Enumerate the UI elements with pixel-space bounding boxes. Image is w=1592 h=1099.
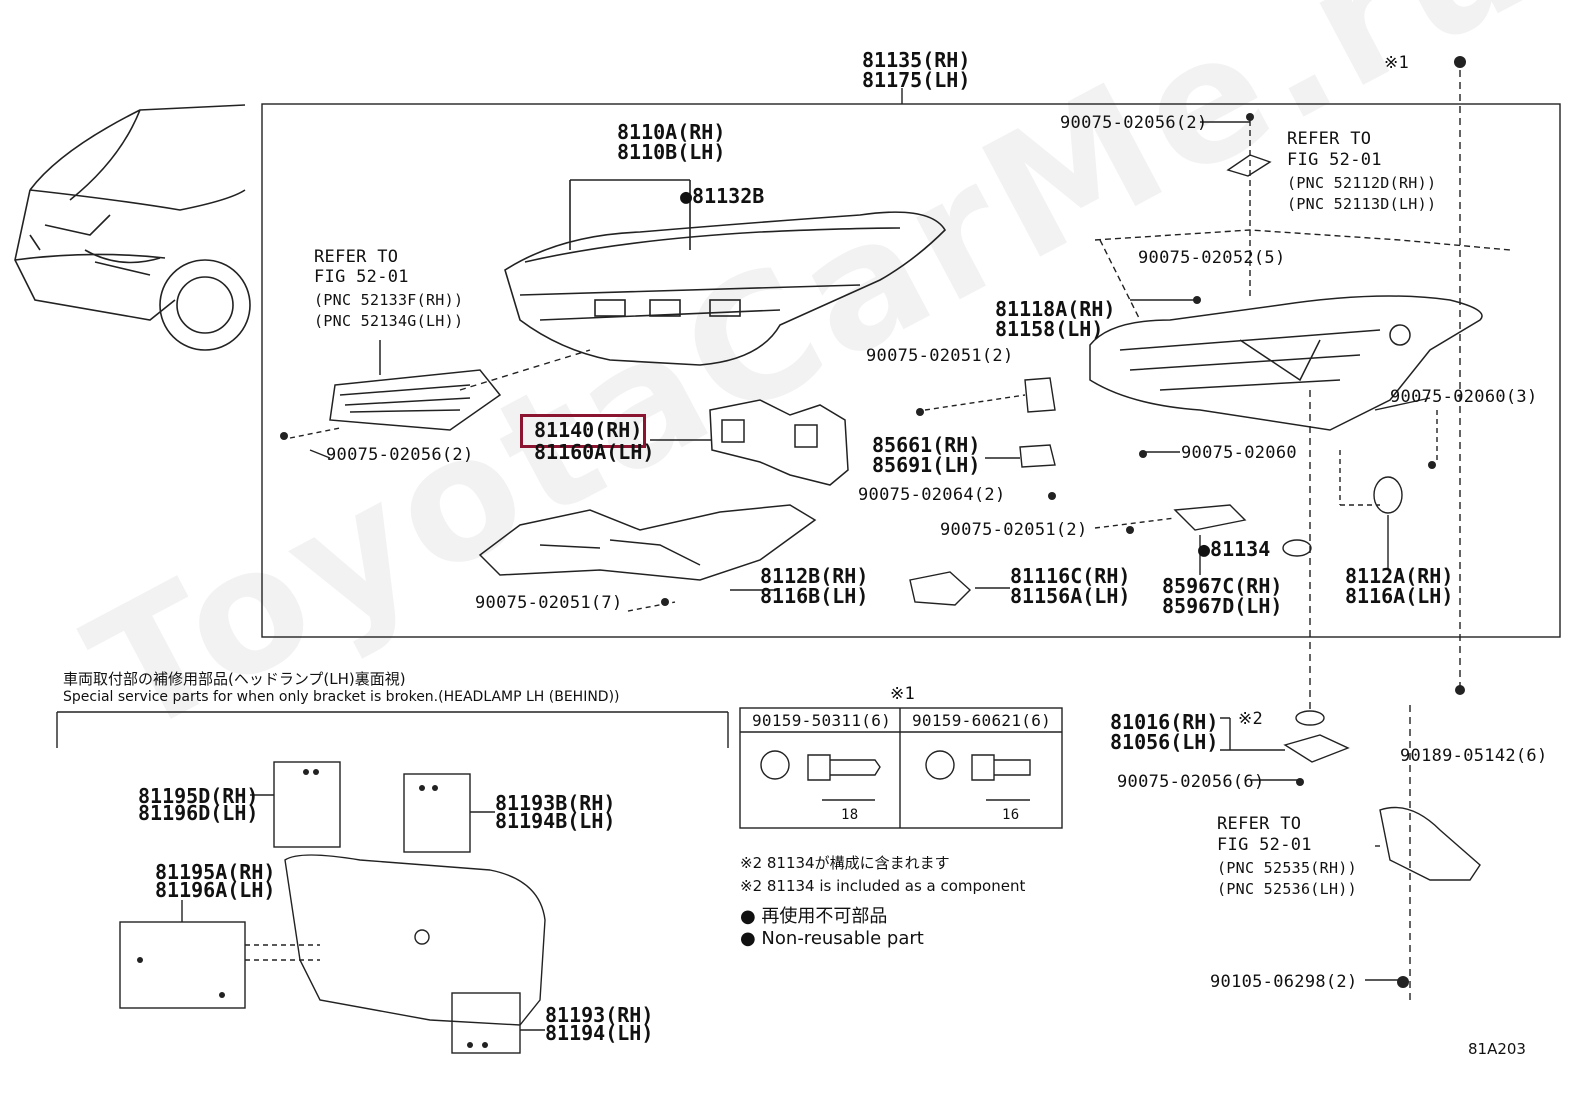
cover-lh-label[interactable]: 81056(LH) — [1110, 730, 1219, 754]
service-box-4 — [451, 992, 521, 1054]
service-p2-rh[interactable]: 81193B(RH) — [495, 791, 616, 815]
screw-left-label[interactable]: 90075-02056(2) — [326, 445, 474, 465]
screw-02064-label[interactable]: 90075-02064(2) — [858, 485, 1006, 505]
service-p3-lh[interactable]: 81196A(LH) — [155, 878, 276, 902]
note-component-en: ※2 81134 is included as a component — [740, 877, 1026, 895]
lower-bracket — [1379, 806, 1481, 881]
fig-top-right[interactable]: FIG 52-01 — [1287, 150, 1382, 170]
bracket-refer-label: REFER TO — [314, 247, 399, 267]
rear-cover — [1283, 734, 1350, 763]
fastener-table-mark: ※1 — [890, 684, 916, 704]
led-module — [709, 399, 849, 486]
fastener-col2[interactable]: 90159-60621(6) — [912, 711, 1052, 730]
screw-02060-label[interactable]: 90075-02060 — [1181, 443, 1297, 463]
screw-02051-2-label[interactable]: 90075-02051(2) — [866, 346, 1014, 366]
module-rh-label[interactable]: 81140(RH) — [534, 418, 643, 442]
headlamp-housing — [1089, 295, 1483, 431]
note2-mark: ※2 — [1238, 709, 1264, 729]
screw-top-right-label[interactable]: 90075-02056(2) — [1060, 113, 1208, 133]
bracket-85691-label[interactable]: 85691(LH) — [872, 453, 981, 477]
housing-rh-label[interactable]: 81118A(RH) — [995, 297, 1116, 321]
fastener-col1[interactable]: 90159-50311(6) — [752, 711, 892, 730]
figure-code: 81A203 — [1468, 1040, 1526, 1058]
bezel-lh-label[interactable]: 8116B(LH) — [760, 584, 869, 608]
lens-lh-label[interactable]: 8110B(LH) — [617, 140, 726, 164]
note1-mark-top: ※1 — [1384, 53, 1410, 73]
pnc-bottom-rh: (PNC 52535(RH)) — [1217, 859, 1357, 877]
service-p1-lh[interactable]: 81196D(LH) — [138, 801, 259, 825]
fastener-dim1: 18 — [841, 807, 859, 823]
clip-05142-label[interactable]: 90189-05142(6) — [1400, 746, 1548, 766]
fastener-table — [739, 707, 1063, 829]
housing-lh-label[interactable]: 81158(LH) — [995, 317, 1104, 341]
bracket-85661-label[interactable]: 85661(RH) — [872, 433, 981, 457]
bulb-socket — [1373, 476, 1403, 514]
pnc-bottom-lh: (PNC 52536(LH)) — [1217, 880, 1357, 898]
screw-02060-3-label[interactable]: 90075-02060(3) — [1390, 387, 1538, 407]
service-box-3 — [119, 921, 246, 1009]
highlight-box — [520, 414, 646, 448]
service-p1-rh[interactable]: 81195D(RH) — [138, 784, 259, 808]
socket-lh-label[interactable]: 8116A(LH) — [1345, 584, 1454, 608]
service-title-en: Special service parts for when only brac… — [63, 689, 620, 705]
service-p4-rh[interactable]: 81193(RH) — [545, 1003, 654, 1027]
note-component-jp: ※2 81134が構成に含まれます — [740, 854, 950, 872]
headlamp-lens — [504, 179, 947, 366]
note-nonreuse-jp: ● 再使用不可部品 — [740, 906, 888, 927]
o-ring — [1282, 539, 1312, 557]
motor-lh-label[interactable]: 81156A(LH) — [1010, 584, 1131, 608]
service-box-2 — [403, 773, 471, 853]
bolt-06298-label[interactable]: 90105-06298(2) — [1210, 972, 1358, 992]
service-p3-rh[interactable]: 81195A(RH) — [155, 860, 276, 884]
mounting-bracket — [329, 340, 502, 431]
service-box-1 — [273, 761, 341, 848]
screw-02052-label[interactable]: 90075-02052(5) — [1138, 248, 1286, 268]
assembly-frame — [261, 103, 1561, 638]
leveling-motor — [909, 571, 972, 606]
module-lh-label[interactable]: 81160A(LH) — [534, 440, 655, 464]
fig-bottom[interactable]: FIG 52-01 — [1217, 835, 1312, 855]
note-nonreuse-en: ● Non-reusable part — [740, 928, 924, 949]
bracket-fig-label[interactable]: FIG 52-01 — [314, 267, 409, 287]
lower-bezel — [478, 504, 817, 581]
ecu-rh-label[interactable]: 85967C(RH) — [1162, 574, 1283, 598]
ecu-lh-label[interactable]: 85967D(LH) — [1162, 594, 1283, 618]
housing-clip — [1024, 377, 1056, 413]
pnc-top-lh: (PNC 52113D(LH)) — [1287, 195, 1437, 213]
service-title-jp: 車両取付部の補修用部品(ヘッドランプ(LH)裏面視) — [63, 670, 406, 688]
screw-02051-b-label[interactable]: 90075-02051(2) — [940, 520, 1088, 540]
seal-label[interactable]: ●81132B — [680, 184, 765, 208]
service-p4-lh[interactable]: 81194(LH) — [545, 1021, 654, 1045]
assembly-lh-label[interactable]: 81175(LH) — [862, 68, 971, 92]
car-illustration — [14, 104, 251, 351]
top-bracket — [1226, 154, 1272, 177]
bracket-pnc-rh: (PNC 52133F(RH)) — [314, 291, 464, 309]
oring-label[interactable]: ●81134 — [1198, 537, 1271, 561]
lens-rh-label[interactable]: 8110A(RH) — [617, 120, 726, 144]
bracket-pnc-lh: (PNC 52134G(LH)) — [314, 312, 464, 330]
refer-top-right: REFER TO — [1287, 129, 1372, 149]
socket-rh-label[interactable]: 8112A(RH) — [1345, 564, 1454, 588]
motor-rh-label[interactable]: 81116C(RH) — [1010, 564, 1131, 588]
assembly-rh-label[interactable]: 81135(RH) — [862, 48, 971, 72]
bezel-rh-label[interactable]: 8112B(RH) — [760, 564, 869, 588]
fastener-dim2: 16 — [1002, 807, 1020, 823]
screw-bottom-label[interactable]: 90075-02051(7) — [475, 593, 623, 613]
pnc-top-rh: (PNC 52112D(RH)) — [1287, 174, 1437, 192]
headlamp-back-outline — [284, 854, 546, 1026]
screw-02056-6-label[interactable]: 90075-02056(6) — [1117, 772, 1265, 792]
ecu — [1173, 504, 1247, 531]
service-p2-lh[interactable]: 81194B(LH) — [495, 809, 616, 833]
bracket-85661 — [1019, 444, 1056, 468]
refer-bottom: REFER TO — [1217, 814, 1302, 834]
cover-rh-label[interactable]: 81016(RH) — [1110, 710, 1219, 734]
